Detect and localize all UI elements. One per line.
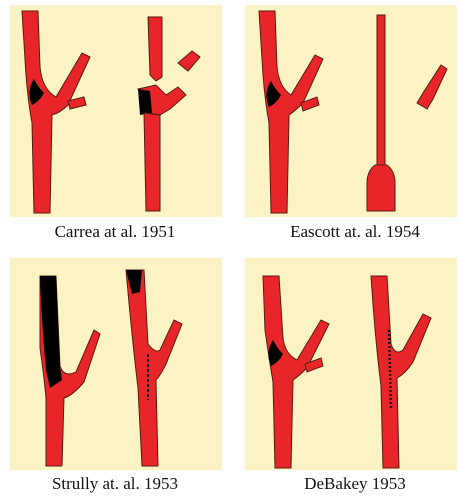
panel-carrea [10, 5, 222, 217]
caption-strully: Strully at. al. 1953 [0, 474, 230, 494]
caption-debakey: DeBakey 1953 [240, 474, 458, 494]
debakey-illustration [245, 258, 457, 470]
caption-carrea: Carrea at al. 1951 [0, 222, 230, 242]
strully-illustration [10, 258, 222, 470]
carrea-illustration [10, 5, 222, 217]
panel-debakey [245, 258, 457, 470]
panel-strully [10, 258, 222, 470]
opened-vessel-lower [144, 113, 160, 211]
caption-eascott: Eascott at. al. 1954 [240, 222, 458, 242]
opened-plaque [138, 89, 152, 115]
eascott-illustration [245, 5, 457, 217]
anastomosis-stump [367, 165, 395, 211]
panel-eascott [245, 5, 457, 217]
thinned-vessel [377, 15, 385, 165]
opened-vessel-upper [148, 17, 162, 81]
